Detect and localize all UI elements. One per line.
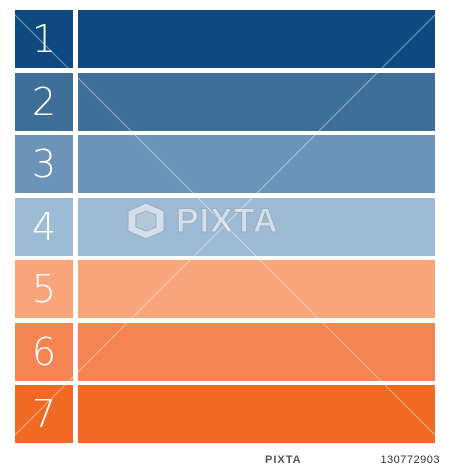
pixta-logo-icon: [127, 202, 165, 240]
row-bar: [78, 385, 435, 443]
row-7: 7: [15, 385, 435, 443]
row-bar: [78, 72, 435, 131]
row-6: 6: [15, 322, 435, 381]
image-id: 130772903: [380, 453, 440, 466]
row-number: 1: [15, 10, 73, 68]
footer: PIXTA 130772903: [0, 450, 450, 469]
row-3: 3: [15, 135, 435, 193]
row-number: 5: [15, 260, 73, 318]
row-number: 7: [15, 385, 73, 443]
watermark-text: PIXTA: [176, 201, 279, 240]
footer-logo: PIXTA: [265, 453, 302, 466]
row-2: 2: [15, 72, 435, 131]
row-bar: [78, 135, 435, 193]
row-bar: [78, 10, 435, 68]
row-1: 1: [15, 10, 435, 68]
row-number: 2: [15, 72, 73, 131]
row-number: 6: [15, 322, 73, 381]
row-number: 3: [15, 135, 73, 193]
watermark: PIXTA: [124, 201, 279, 241]
row-5: 5: [15, 260, 435, 318]
row-bar: [78, 322, 435, 381]
divider-line: [73, 0, 78, 450]
row-bar: [78, 260, 435, 318]
row-number: 4: [15, 197, 73, 256]
